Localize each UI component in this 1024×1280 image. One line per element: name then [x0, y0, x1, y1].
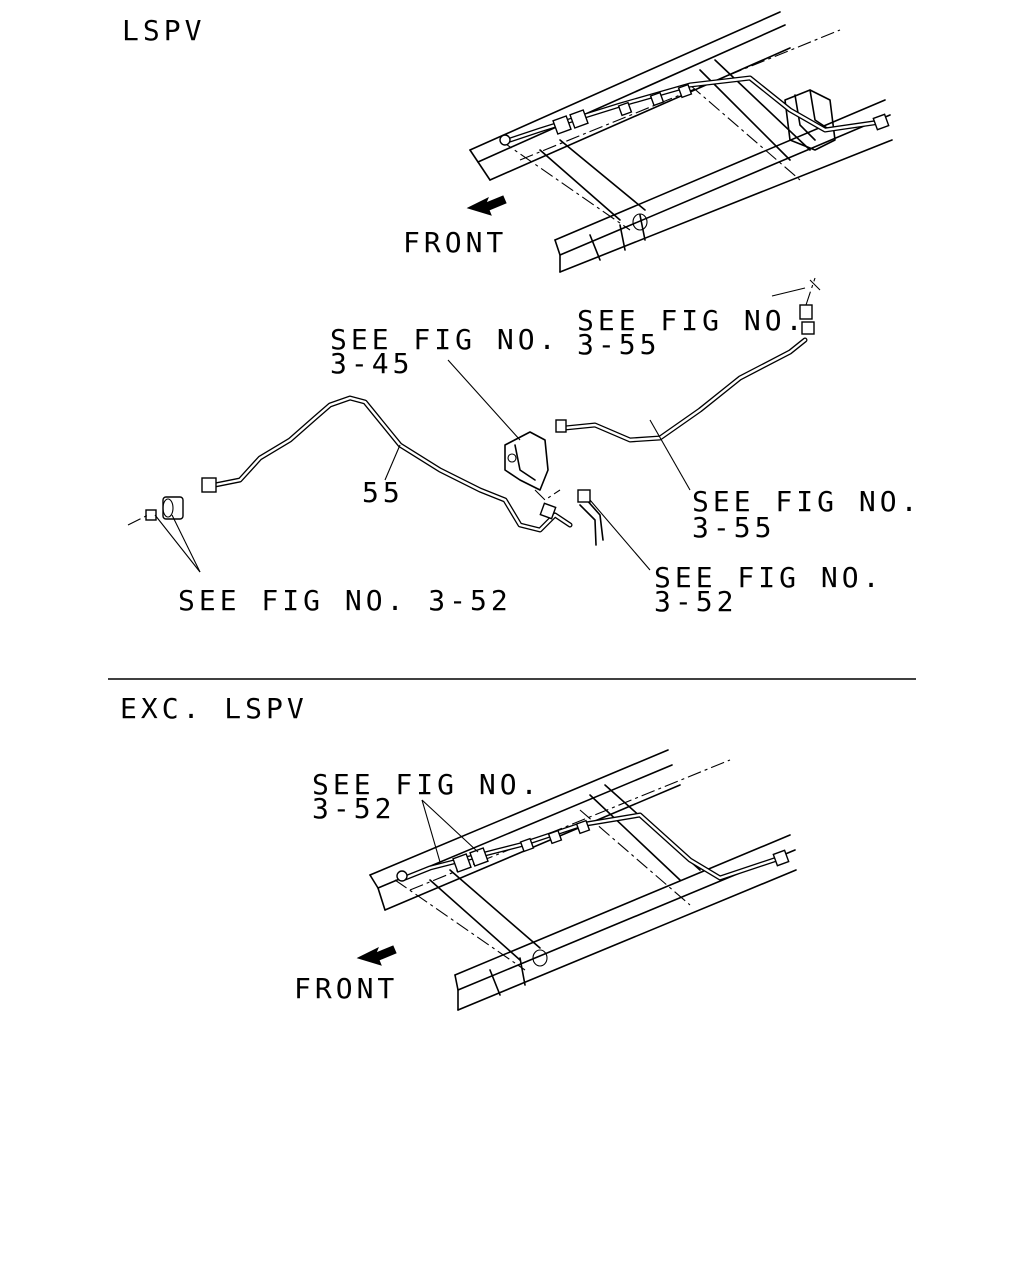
- section-exc-lspv: EXC. LSPV: [120, 692, 797, 1011]
- front-label-lspv: FRONT: [403, 226, 507, 259]
- callout-exc-fig-3-52-line2: 3-52: [312, 792, 395, 825]
- callout-fig-3-52-right-line2: 3-52: [654, 585, 737, 618]
- part-number-55: 55: [362, 476, 404, 509]
- frame-illustration-exc-lspv: [369, 749, 797, 1011]
- callout-fig-3-55-top-line1: SEE FIG NO.: [577, 304, 806, 337]
- frame-illustration-lspv: [469, 11, 893, 273]
- section-title-exc-lspv: EXC. LSPV: [120, 692, 308, 725]
- callout-fig-3-45-line1: SEE FIG NO.: [330, 323, 559, 356]
- callout-fig-3-55-top-line2: 3-55: [577, 328, 660, 361]
- front-arrow-icon: [356, 945, 397, 966]
- callout-fig-3-45-line2: 3-45: [330, 347, 413, 380]
- leader-line-exc-2: [421, 799, 479, 853]
- front-arrow-icon: [466, 195, 507, 216]
- callout-exc-fig-3-52-line1: SEE FIG NO.: [312, 768, 541, 801]
- callout-fig-3-55-right-line1: SEE FIG NO.: [692, 485, 921, 518]
- leader-line-exc-1: [421, 799, 441, 863]
- pipe-layout-lspv: [127, 277, 821, 546]
- leader-lines-lspv: [154, 287, 806, 573]
- callout-fig-3-52-left: SEE FIG NO. 3-52: [178, 584, 512, 617]
- front-label-exc-lspv: FRONT: [294, 972, 398, 1005]
- callout-fig-3-52-right-line1: SEE FIG NO.: [654, 561, 883, 594]
- callout-fig-3-55-right-line2: 3-55: [692, 511, 775, 544]
- section-lspv: LSPV: [122, 11, 921, 618]
- section-title-lspv: LSPV: [122, 14, 205, 47]
